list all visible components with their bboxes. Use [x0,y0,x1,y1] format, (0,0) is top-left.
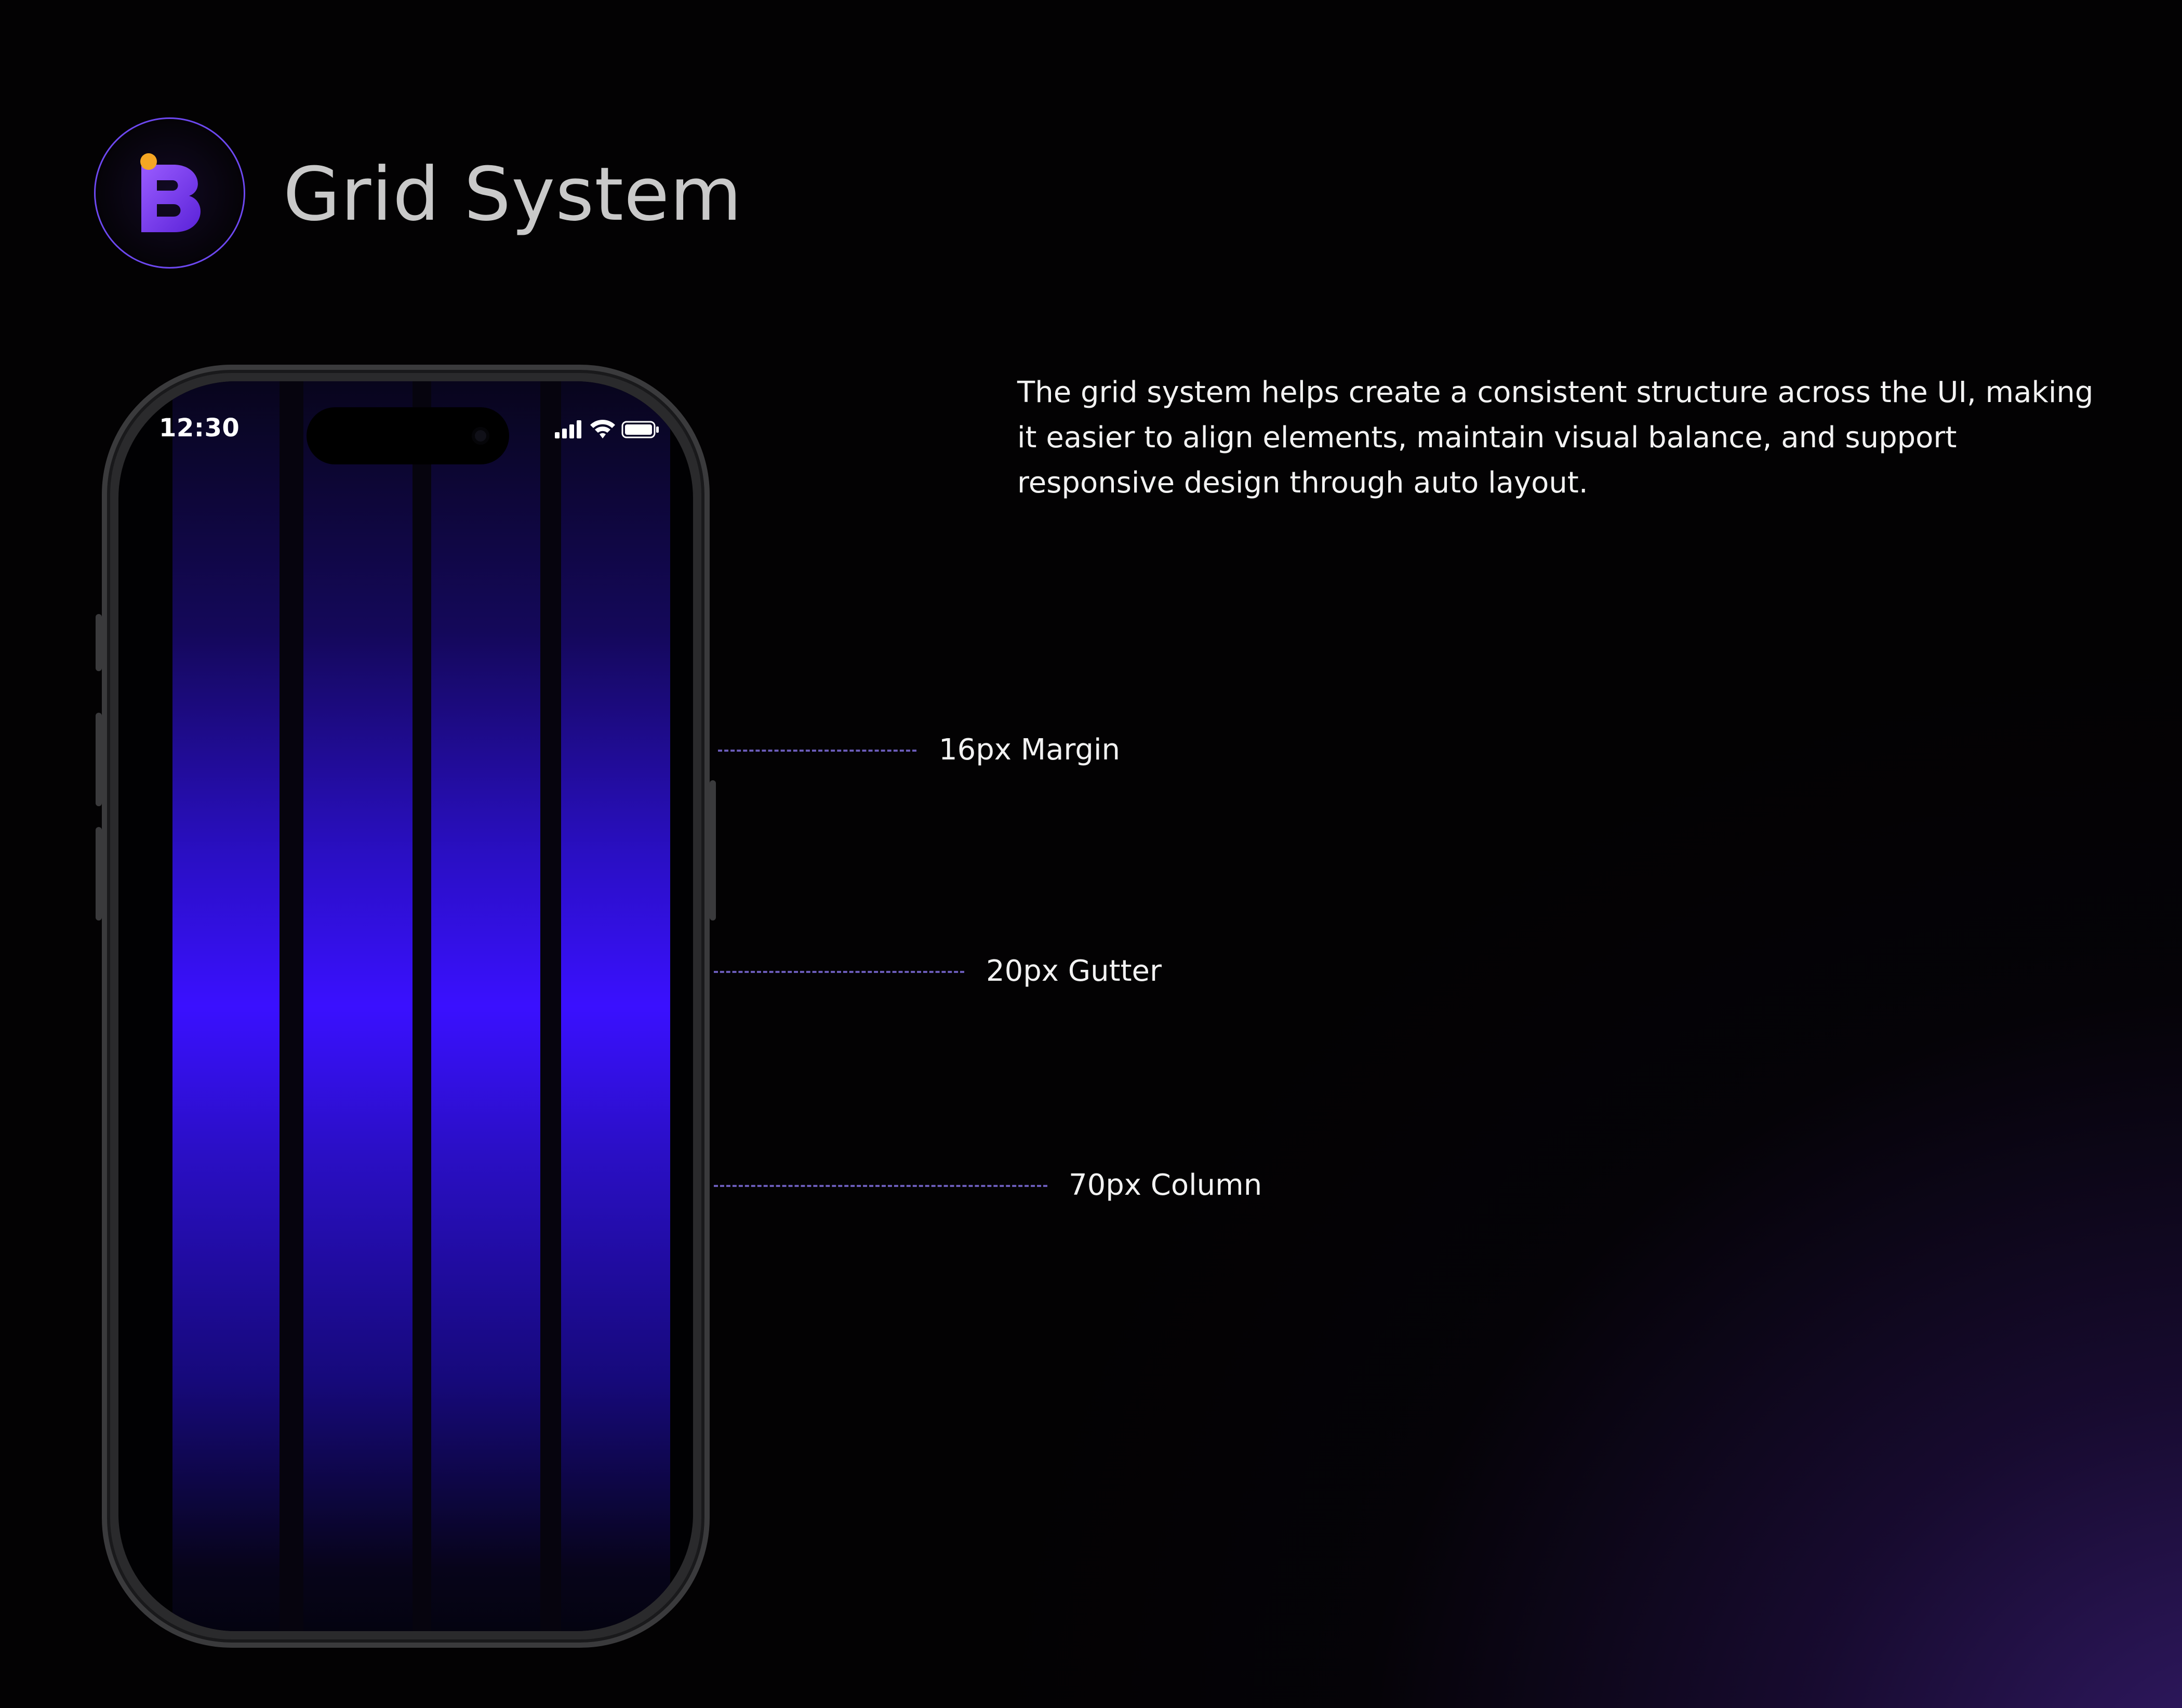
page-title: Grid System [283,152,742,237]
grid-column [561,381,670,1631]
grid-column [172,381,280,1631]
wifi-icon [590,420,615,438]
phone-volume-down-button [96,827,102,920]
description-text: The grid system helps create a consisten… [1017,376,2094,500]
grid-column [431,381,540,1631]
margin-callout-label: 16px Margin [939,733,1121,767]
gutter-callout-label: 20px Gutter [986,954,1162,988]
status-time: 12:30 [159,413,240,443]
grid-column [303,381,413,1631]
phone-volume-up-button [96,713,102,806]
grid-gutter [280,381,303,1631]
dynamic-island [307,407,509,464]
margin-callout-line [718,750,916,752]
status-icons [555,418,664,443]
battery-icon [621,421,659,438]
phone-mockup: 12:30 [96,365,716,1648]
phone-screen: 12:30 [118,381,693,1631]
phone-power-button [710,780,716,920]
column-callout-line [714,1185,1047,1187]
signal-icon [555,420,581,438]
column-callout-label: 70px Column [1069,1168,1262,1202]
phone-action-button [96,614,102,671]
brand-logo [94,117,245,269]
grid-gutter [540,381,561,1631]
brand-b-icon [140,153,201,232]
camera-icon [472,427,489,445]
grid-gutter [413,381,431,1631]
gutter-callout-line [714,971,964,973]
